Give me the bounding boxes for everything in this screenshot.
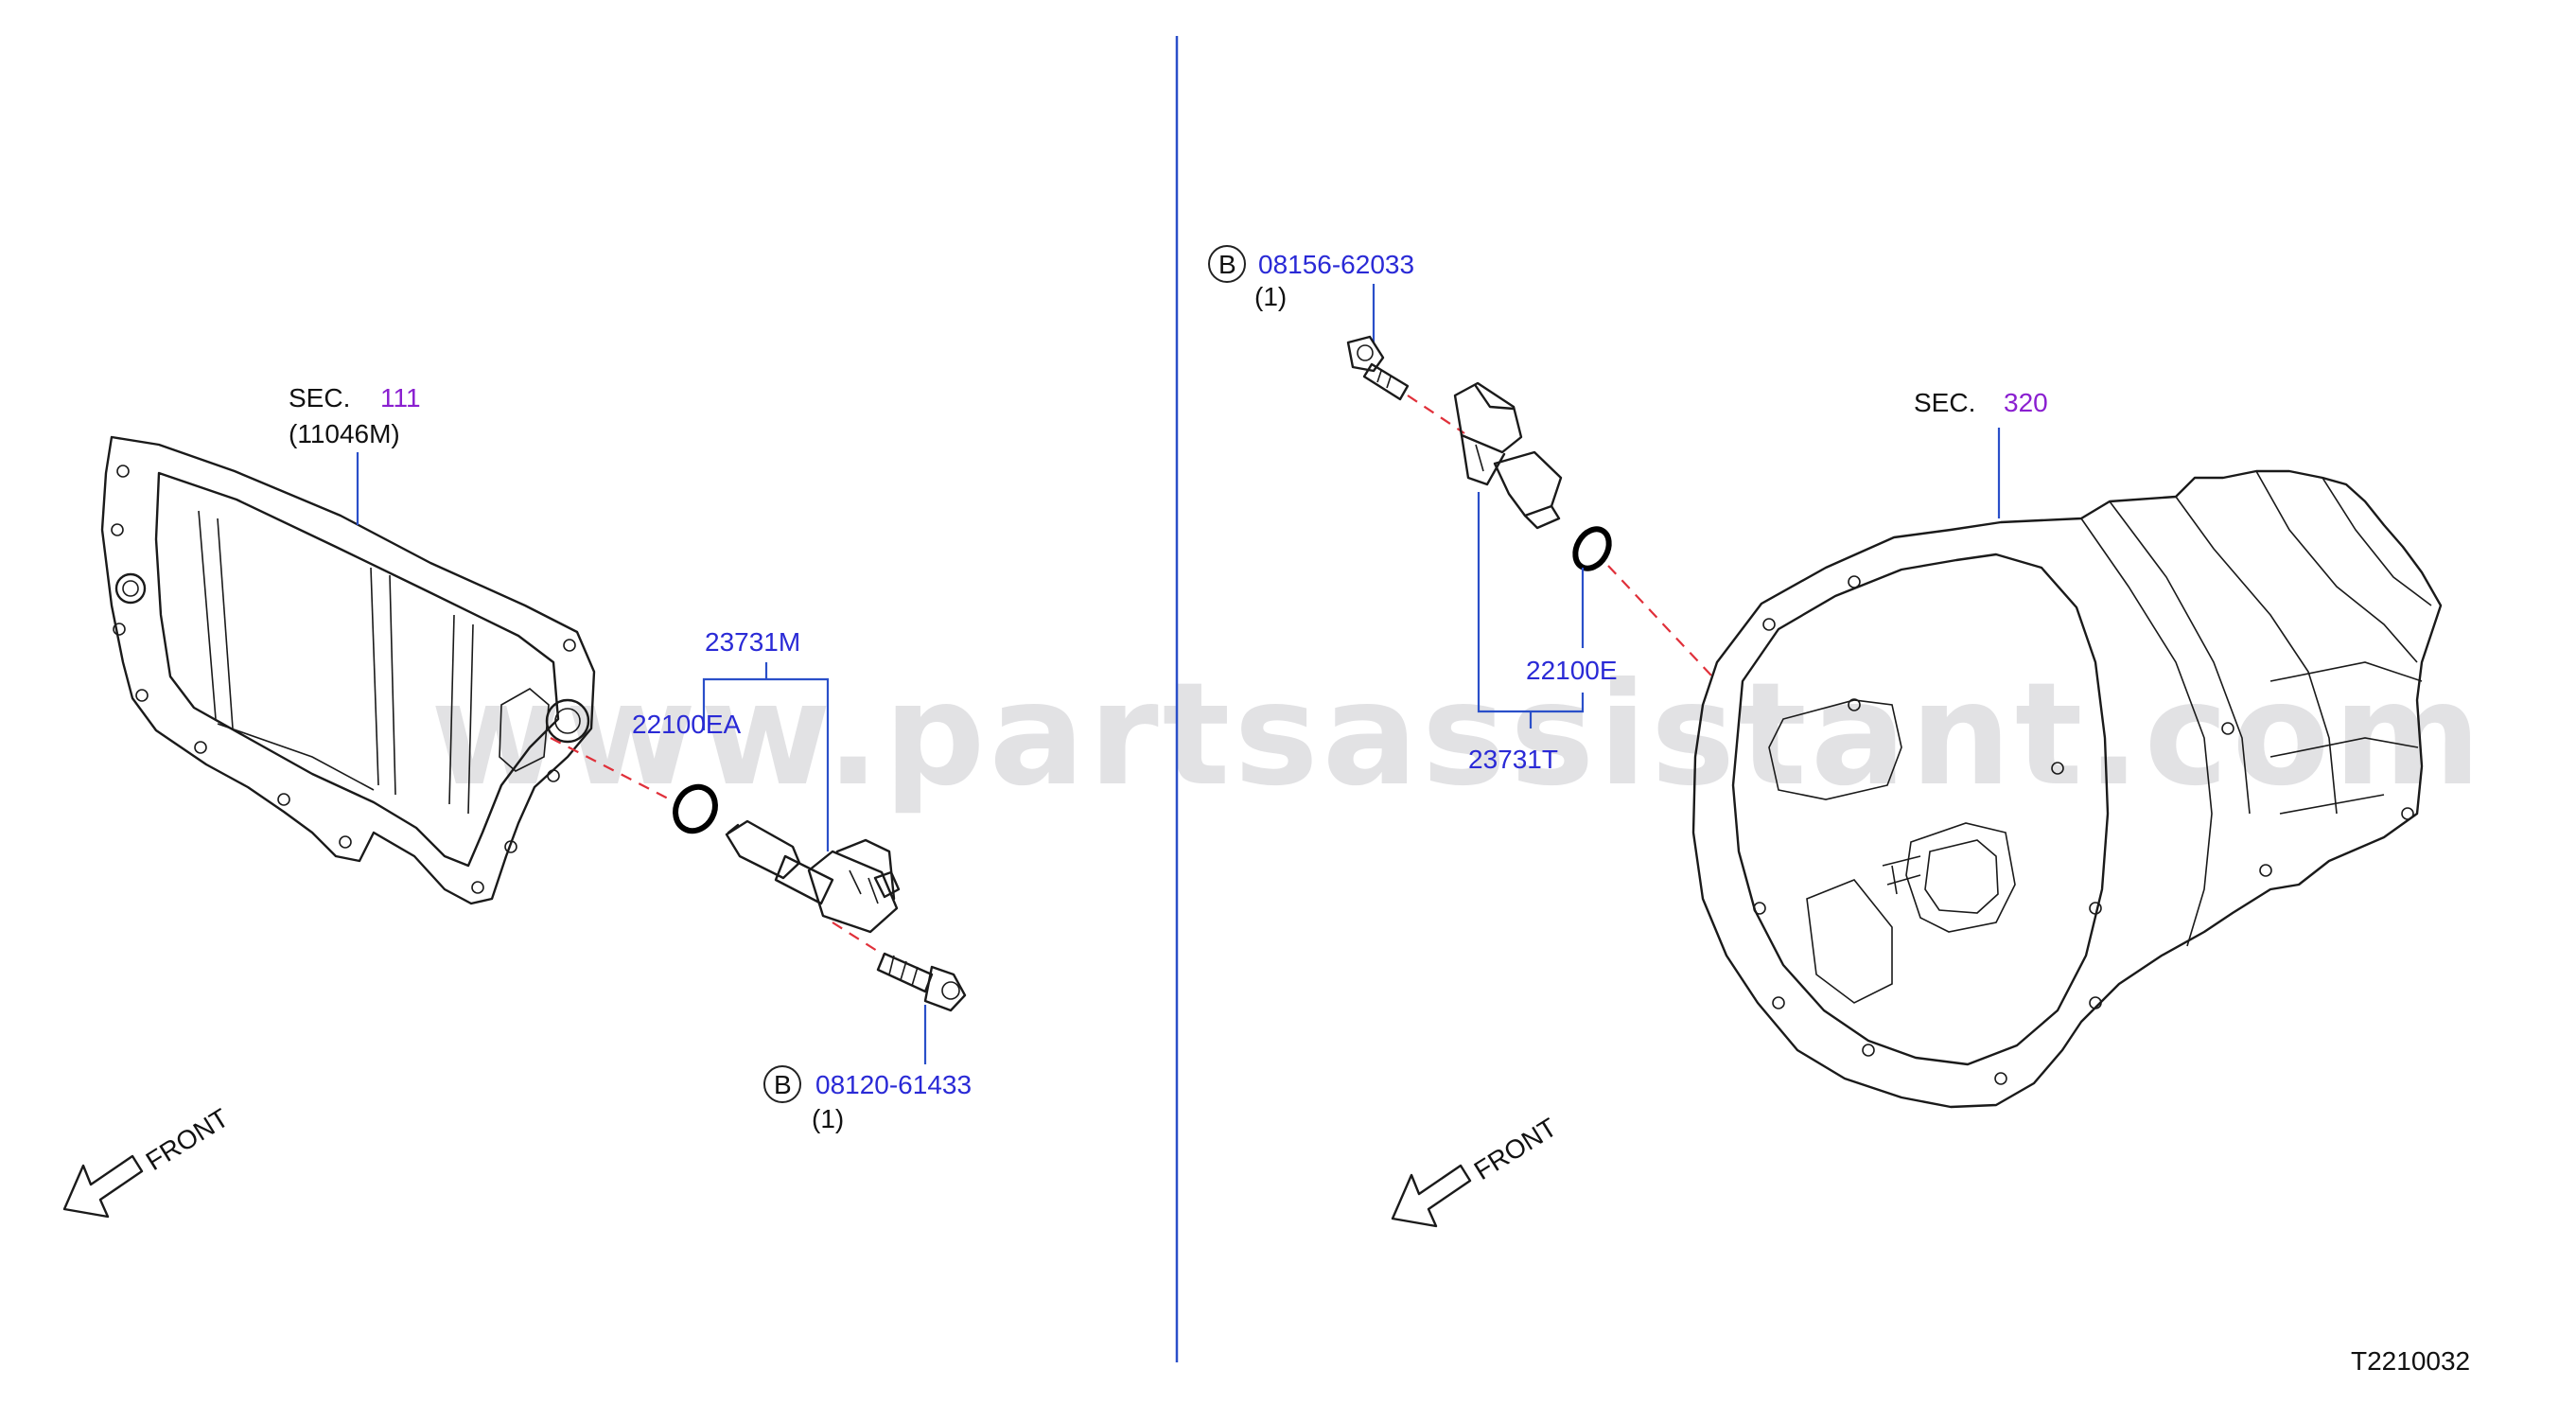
callout-oring-22100ea[interactable]: 22100EA bbox=[632, 710, 742, 739]
position-sensor-drawing bbox=[1453, 381, 1563, 530]
adapter-housing-drawing bbox=[100, 435, 596, 905]
badge-b-letter: B bbox=[1218, 250, 1236, 279]
section-number-link[interactable]: 320 bbox=[2004, 388, 2048, 417]
front-arrow-icon bbox=[1391, 1164, 1472, 1228]
badge-b-circle bbox=[763, 1065, 801, 1103]
callout-sensor-23731m[interactable]: 23731M bbox=[705, 627, 800, 657]
position-sensor-drawing bbox=[725, 819, 901, 934]
front-label: FRONT bbox=[141, 1103, 234, 1176]
bolt-drawing bbox=[876, 952, 967, 1012]
callout-oring-22100e[interactable]: 22100E bbox=[1526, 656, 1618, 685]
section-prefix: SEC. bbox=[289, 383, 350, 412]
section-subref: (11046M) bbox=[289, 419, 400, 448]
bolt-drawing bbox=[1346, 335, 1410, 401]
front-label: FRONT bbox=[1469, 1113, 1562, 1185]
o-ring-22100ea bbox=[673, 783, 718, 834]
alignment-line bbox=[1607, 565, 1713, 677]
badge-b-letter: B bbox=[774, 1070, 792, 1099]
diagram-id: T2210032 bbox=[2351, 1346, 2470, 1376]
left-panel: SEC. 111 (11046M) 23731M bbox=[62, 383, 972, 1219]
alignment-line bbox=[550, 737, 673, 801]
o-ring-22100e bbox=[1572, 526, 1612, 571]
right-panel: B 08156-62033 (1) 22100E 2373 bbox=[1208, 245, 2470, 1376]
transmission-case-drawing bbox=[1691, 469, 2443, 1109]
bolt-quantity: (1) bbox=[812, 1104, 844, 1133]
alignment-line-bolt bbox=[832, 921, 885, 956]
callout-bolt-08156-62033[interactable]: 08156-62033 bbox=[1258, 250, 1414, 279]
front-arrow-icon bbox=[62, 1154, 144, 1219]
section-number-link[interactable]: 111 bbox=[380, 383, 421, 412]
bolt-quantity: (1) bbox=[1254, 282, 1287, 311]
badge-b-circle bbox=[1208, 245, 1246, 283]
section-prefix: SEC. bbox=[1914, 388, 1975, 417]
callout-sensor-23731t[interactable]: 23731T bbox=[1468, 745, 1558, 774]
callout-bolt-08120-61433[interactable]: 08120-61433 bbox=[815, 1070, 972, 1099]
